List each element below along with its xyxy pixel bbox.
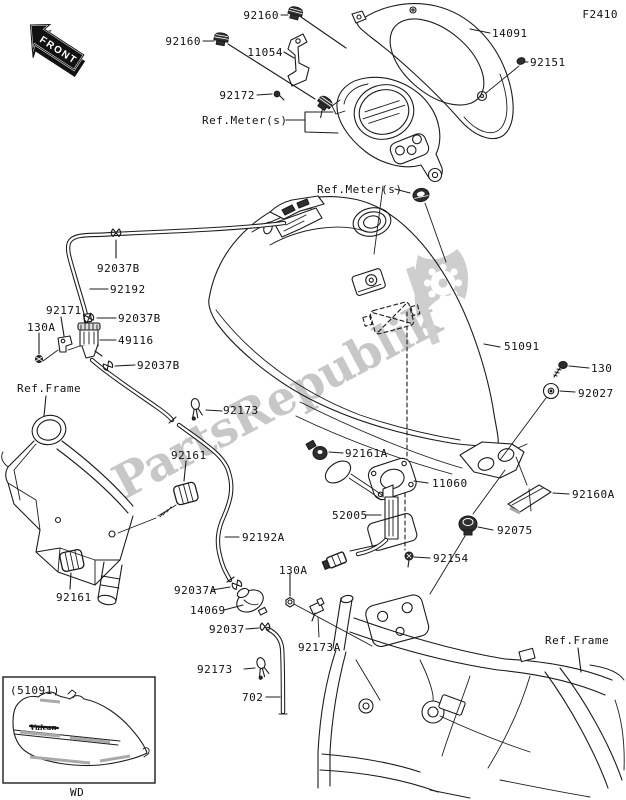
fuel-filter-14069 bbox=[236, 587, 268, 616]
part-label-92161a: 92161A bbox=[345, 447, 388, 460]
part-label-52005: 52005 bbox=[332, 509, 368, 522]
part-label-92037b-2: 92037B bbox=[118, 312, 161, 325]
clip-92171 bbox=[57, 335, 81, 353]
grommet-92161a bbox=[305, 439, 328, 461]
washer-92027 bbox=[499, 382, 560, 461]
clamp-92037 bbox=[259, 622, 271, 632]
part-label-51091: 51091 bbox=[504, 340, 540, 353]
meter-cover-14091 bbox=[351, 3, 514, 140]
inset-tank-view: Vulcan bbox=[2, 676, 156, 784]
page-code: F2410 bbox=[582, 8, 618, 21]
clamp-92173a bbox=[309, 597, 325, 638]
clamp-92037b-2 bbox=[83, 312, 95, 323]
hose-92192a bbox=[176, 422, 235, 583]
part-label-92154: 92154 bbox=[433, 552, 469, 565]
tank-front-bracket bbox=[263, 195, 325, 238]
bolt-92154 bbox=[404, 551, 414, 568]
view-code-label: WD bbox=[70, 786, 84, 799]
tank-under-bracket bbox=[362, 301, 421, 335]
part-label-92161-2: 92161 bbox=[56, 591, 92, 604]
part-label-14069: 14069 bbox=[190, 604, 226, 617]
part-label-92173-2: 92173 bbox=[197, 663, 233, 676]
inset-part-label: (51091) bbox=[10, 684, 60, 697]
part-label-92192: 92192 bbox=[110, 283, 146, 296]
part-label-11060: 11060 bbox=[432, 477, 468, 490]
grommet-92160-meter bbox=[317, 95, 333, 119]
part-label-92160-2: 92160 bbox=[165, 35, 201, 48]
part-label-130: 130 bbox=[591, 362, 612, 375]
part-label-92171: 92171 bbox=[46, 304, 82, 317]
fuel-gauge-52005 bbox=[321, 460, 418, 570]
part-label-92037: 92037 bbox=[209, 623, 245, 636]
part-label-130a-1: 130A bbox=[27, 321, 56, 334]
gasket-11060 bbox=[367, 457, 417, 501]
screw-92151 bbox=[485, 57, 526, 94]
part-label-ref-frame-1: Ref.Frame bbox=[17, 382, 81, 395]
flag-gear-logo-icon bbox=[406, 249, 469, 345]
grommet-92160-second bbox=[213, 32, 229, 47]
part-label-92075: 92075 bbox=[497, 524, 533, 537]
part-label-ref-meter-2: Ref.Meter(s) bbox=[317, 183, 402, 196]
hose-702 bbox=[265, 626, 288, 715]
part-label-92027: 92027 bbox=[578, 387, 614, 400]
part-label-92173-1: 92173 bbox=[223, 404, 259, 417]
part-label-92173a: 92173A bbox=[298, 641, 341, 654]
part-label-92037b-3: 92037B bbox=[137, 359, 180, 372]
hose-92192 bbox=[65, 220, 287, 424]
meter-indicator-pod bbox=[389, 133, 430, 165]
part-label-92192a: 92192A bbox=[242, 531, 285, 544]
part-label-92037a: 92037A bbox=[174, 584, 217, 597]
part-label-92161-1: 92161 bbox=[171, 449, 207, 462]
damper-92161-1 bbox=[108, 481, 199, 538]
part-label-ref-meter-1: Ref.Meter(s) bbox=[202, 114, 287, 127]
meter-bracket-11054 bbox=[287, 33, 310, 87]
part-label-92160-1: 92160 bbox=[243, 9, 279, 22]
bolt-130a-1 bbox=[34, 349, 59, 364]
grommet-92160-top bbox=[287, 6, 304, 21]
front-direction-marker: FRONT bbox=[29, 23, 86, 78]
part-label-92037b-1: 92037B bbox=[97, 262, 140, 275]
filler-cap bbox=[352, 207, 392, 237]
clamp-92173-1 bbox=[190, 398, 203, 421]
leader-lines-middle bbox=[38, 239, 590, 559]
clamp-92173-2 bbox=[256, 657, 270, 680]
screw-92172 bbox=[273, 90, 285, 101]
part-label-49116: 49116 bbox=[118, 334, 154, 347]
gauge-connector bbox=[321, 551, 348, 570]
part-label-92160a: 92160A bbox=[572, 488, 615, 501]
part-label-14091: 14091 bbox=[492, 27, 528, 40]
valve-49116 bbox=[77, 312, 103, 359]
part-label-92172: 92172 bbox=[219, 89, 255, 102]
fuel-tank-51091 bbox=[208, 195, 528, 551]
damper-92075 bbox=[429, 469, 506, 595]
left-frame-section bbox=[1, 414, 134, 606]
damper-pad-92160a bbox=[507, 456, 552, 515]
nut-130a-2 bbox=[285, 596, 373, 647]
meter-assembly bbox=[331, 76, 447, 263]
part-label-92151: 92151 bbox=[530, 56, 566, 69]
part-label-11054: 11054 bbox=[247, 46, 283, 59]
leader-lines-top bbox=[202, 14, 529, 194]
part-labels: F2410 92160 92160 11054 92172 Ref.Meter(… bbox=[10, 8, 618, 799]
rear-frame bbox=[317, 594, 625, 799]
tank-latch bbox=[351, 268, 386, 296]
grommet-meter-lower bbox=[412, 187, 430, 203]
clamp-92037b-1 bbox=[110, 228, 122, 238]
part-label-702: 702 bbox=[242, 691, 263, 704]
tank-rear-bracket bbox=[459, 441, 528, 479]
part-label-ref-frame-2: Ref.Frame bbox=[545, 634, 609, 647]
clamp-92037a bbox=[231, 579, 243, 591]
part-label-130a-2: 130A bbox=[279, 564, 308, 577]
clamp-92037b-3 bbox=[102, 360, 114, 372]
bolt-130 bbox=[553, 361, 568, 378]
leader-lines-bottom bbox=[69, 572, 582, 698]
tank-logo-text: Vulcan bbox=[30, 723, 57, 732]
